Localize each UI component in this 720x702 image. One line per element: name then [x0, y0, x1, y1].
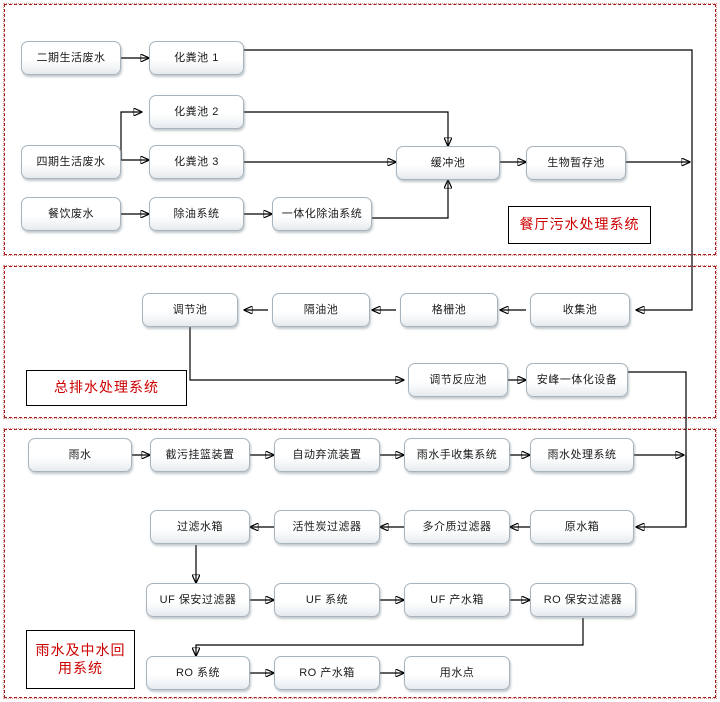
node-ro-system[interactable]: RO 系统: [146, 656, 250, 690]
caption-rainwater-and-reclaimed-water-reuse-system: 雨水及中水回 用系统: [26, 630, 135, 689]
node-septic-tank-1[interactable]: 化粪池 1: [149, 41, 244, 75]
node-uf-system[interactable]: UF 系统: [274, 583, 380, 617]
node-water-use-point[interactable]: 用水点: [404, 656, 510, 690]
node-uf-security-filter[interactable]: UF 保安过滤器: [146, 583, 250, 617]
node-automatic-diversion-device[interactable]: 自动弃流装置: [274, 438, 380, 472]
node-collection-tank[interactable]: 收集池: [530, 293, 630, 327]
node-septic-tank-2[interactable]: 化粪池 2: [149, 95, 244, 129]
node-septic-tank-3[interactable]: 化粪池 3: [149, 145, 244, 179]
node-buffer-tank[interactable]: 缓冲池: [396, 146, 500, 180]
caption-main-drainage-system: 总排水处理系统: [26, 370, 187, 406]
node-regulating-tank[interactable]: 调节池: [142, 293, 238, 327]
node-pollution-interception-basket-device[interactable]: 截污挂篮装置: [150, 438, 250, 472]
node-oil-separation-tank[interactable]: 隔油池: [272, 293, 370, 327]
node-raw-water-tank[interactable]: 原水箱: [530, 510, 634, 544]
node-ro-product-water-tank[interactable]: RO 产水箱: [274, 656, 380, 690]
node-anfeng-integrated-equipment[interactable]: 安峰一体化设备: [526, 363, 628, 397]
node-biological-storage-tank[interactable]: 生物暂存池: [526, 146, 626, 180]
caption-restaurant-sewage-system: 餐厅污水处理系统: [508, 206, 651, 244]
node-rainwater[interactable]: 雨水: [28, 438, 132, 472]
node-filter-water-tank[interactable]: 过滤水箱: [150, 510, 250, 544]
node-grille-tank[interactable]: 格栅池: [400, 293, 498, 327]
node-oil-removal-system[interactable]: 除油系统: [149, 197, 244, 231]
node-integrated-oil-removal-system[interactable]: 一体化除油系统: [272, 197, 372, 231]
node-ro-security-filter[interactable]: RO 保安过滤器: [530, 583, 636, 617]
node-fourth-phase-domestic-wastewater[interactable]: 四期生活废水: [21, 145, 121, 179]
node-rainwater-manual-collection-system[interactable]: 雨水手收集系统: [404, 438, 510, 472]
node-uf-product-water-tank[interactable]: UF 产水箱: [404, 583, 510, 617]
node-regulating-reaction-tank[interactable]: 调节反应池: [408, 363, 508, 397]
node-activated-carbon-filter[interactable]: 活性炭过滤器: [274, 510, 380, 544]
node-multimedia-filter[interactable]: 多介质过滤器: [404, 510, 510, 544]
node-rainwater-treatment-system[interactable]: 雨水处理系统: [530, 438, 634, 472]
node-catering-wastewater[interactable]: 餐饮废水: [21, 197, 121, 231]
node-secondary-domestic-wastewater[interactable]: 二期生活废水: [21, 41, 121, 75]
